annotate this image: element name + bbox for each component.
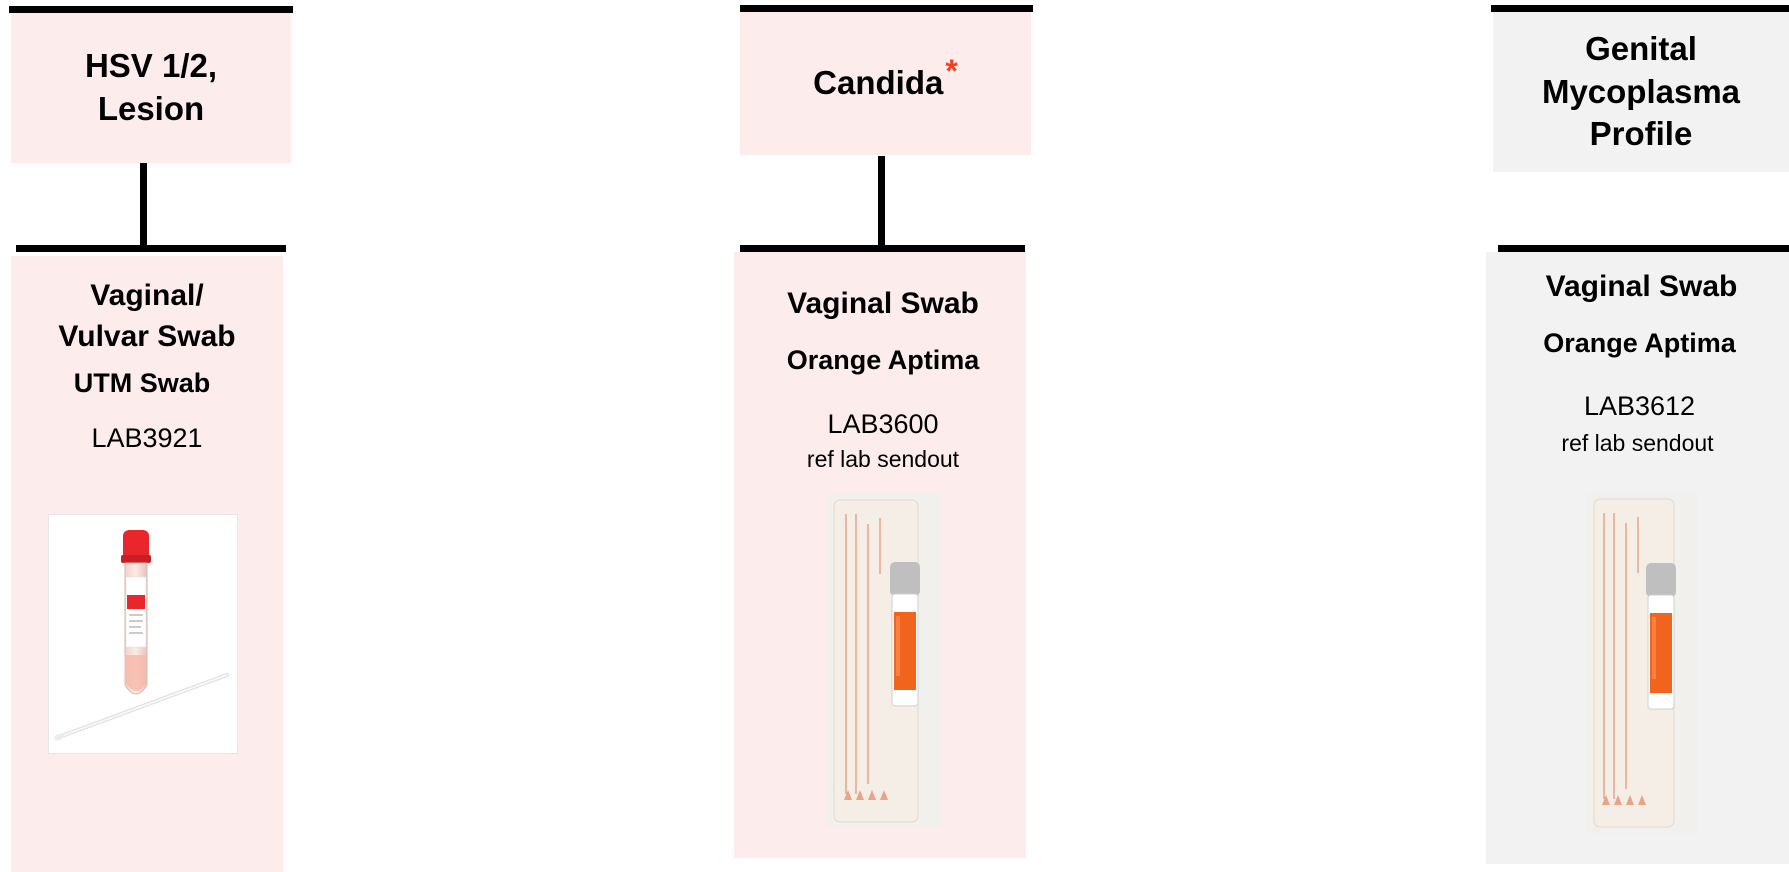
asterisk-marker: *: [945, 53, 957, 89]
sendout-note: ref lab sendout: [740, 446, 1026, 473]
header-title-line-1: HSV 1/2,: [85, 45, 217, 88]
specimen-type: Vaginal Swab: [1494, 267, 1789, 308]
connector-vertical-hsv: [140, 163, 147, 248]
header-title-line-3: Profile: [1542, 113, 1740, 156]
specimen-type: Vaginal/ Vulvar Swab: [11, 276, 283, 357]
header-title-line-2: Lesion: [85, 88, 217, 131]
header-top-rule-candida: [740, 5, 1033, 12]
header-title: Candida: [813, 64, 943, 101]
test-code: LAB3921: [11, 423, 283, 454]
header-title-line-1: Genital: [1542, 28, 1740, 71]
test-code: LAB3612: [1490, 391, 1789, 422]
specimen-line-1: Vaginal/: [11, 276, 283, 317]
connector-horizontal-hsv: [16, 245, 286, 252]
specimen-card-mycoplasma: Vaginal Swab Orange Aptima LAB3612 ref l…: [1486, 252, 1789, 864]
orange-aptima-swab-kit-photo: [826, 494, 942, 828]
sendout-note: ref lab sendout: [1486, 430, 1789, 457]
container-type: Orange Aptima: [740, 343, 1026, 378]
orange-aptima-swab-kit-photo: [1586, 493, 1698, 833]
header-top-rule-mycoplasma: [1491, 5, 1789, 12]
connector-horizontal-candida: [740, 245, 1025, 252]
container-type: Orange Aptima: [1490, 326, 1789, 361]
connector-vertical-candida: [878, 156, 885, 248]
header-box-mycoplasma: Genital Mycoplasma Profile: [1493, 12, 1789, 172]
specimen-card-hsv: Vaginal/ Vulvar Swab UTM Swab LAB3921: [11, 256, 283, 872]
specimen-line-2: Vulvar Swab: [11, 317, 283, 358]
utm-swab-tube-photo: [48, 514, 238, 754]
header-box-candida: Candida*: [740, 12, 1031, 155]
header-title-line-2: Mycoplasma: [1542, 71, 1740, 114]
container-type: UTM Swab: [1, 366, 283, 401]
test-code: LAB3600: [740, 409, 1026, 440]
connector-horizontal-mycoplasma: [1498, 245, 1789, 252]
specimen-type: Vaginal Swab: [740, 284, 1026, 325]
specimen-card-candida: Vaginal Swab Orange Aptima LAB3600 ref l…: [734, 252, 1026, 858]
header-top-rule-hsv: [9, 6, 293, 13]
header-box-hsv: HSV 1/2, Lesion: [11, 13, 291, 163]
